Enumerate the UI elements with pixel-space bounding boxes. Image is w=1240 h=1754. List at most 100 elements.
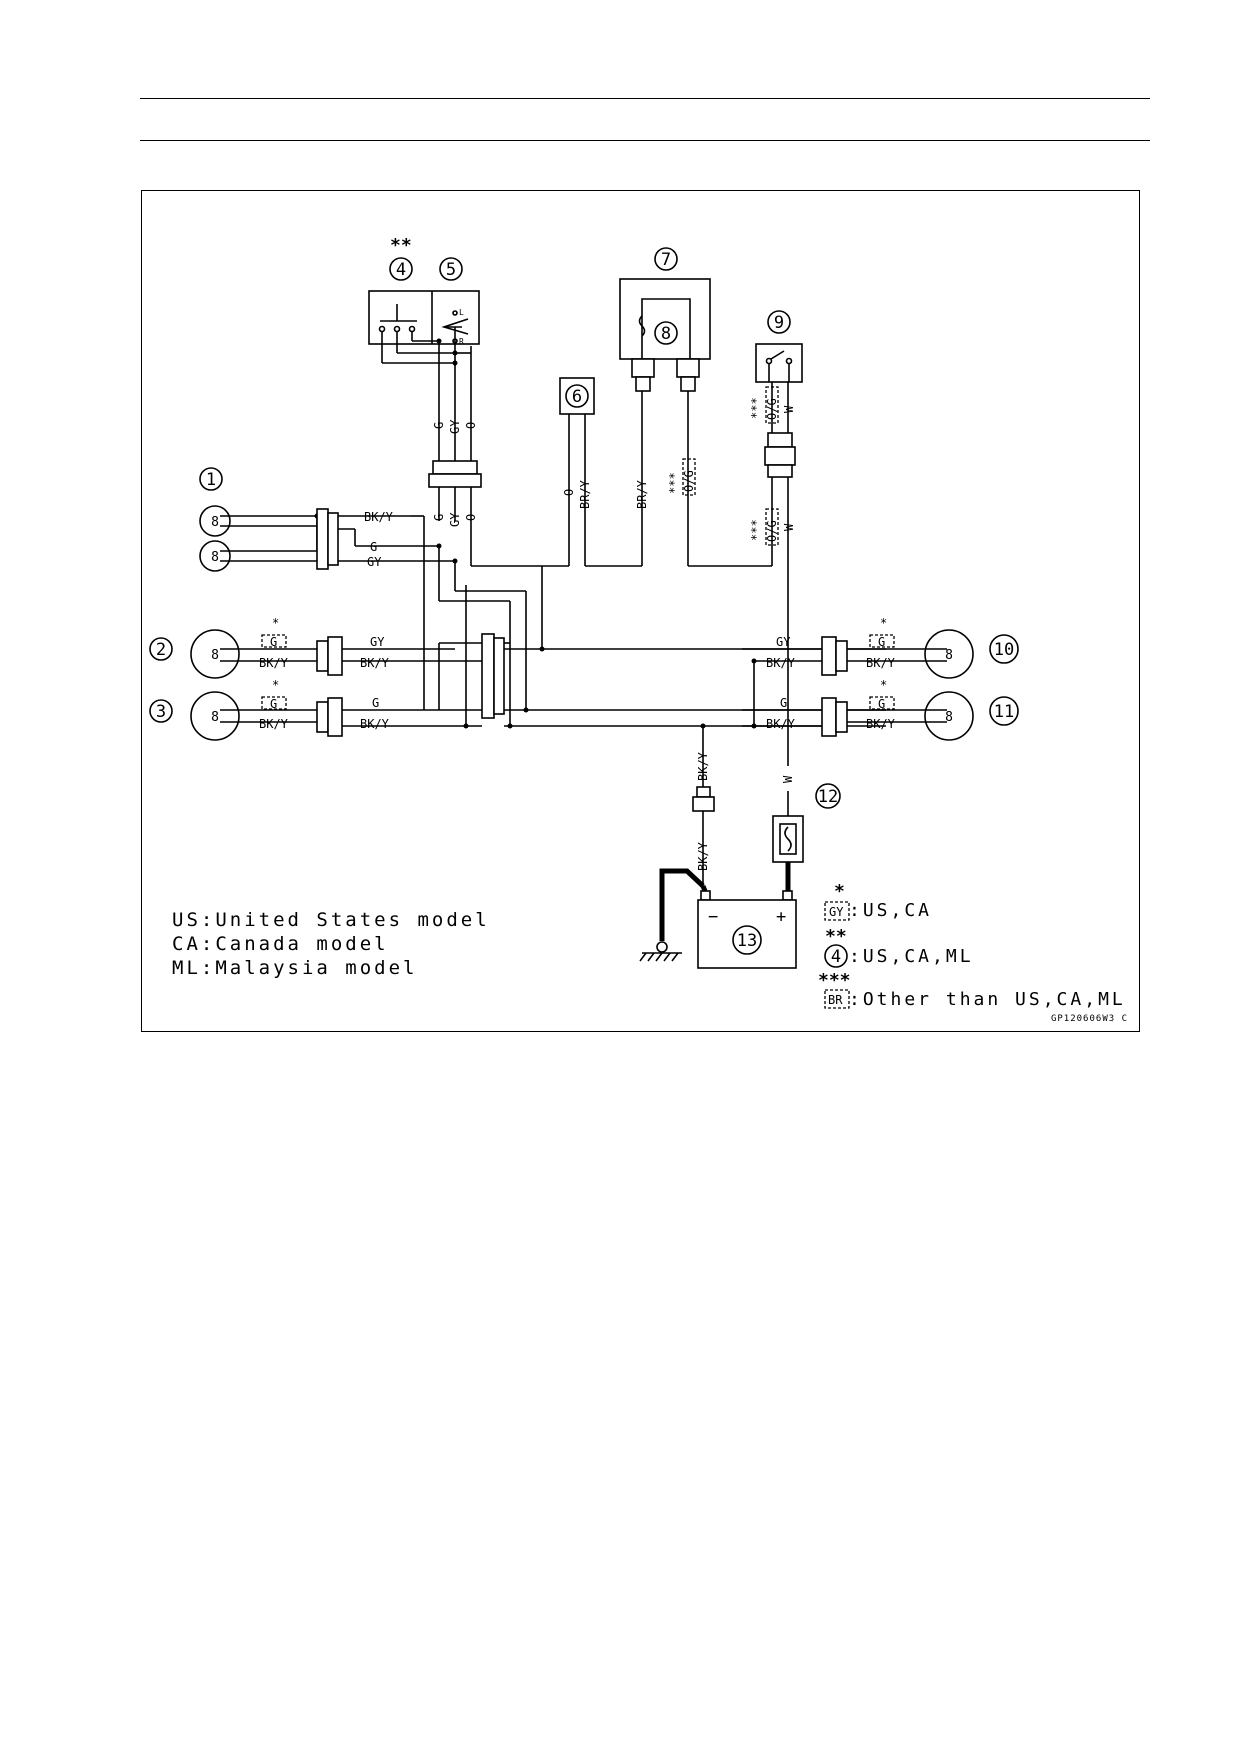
wire-label-gy-upper: GY (448, 419, 462, 434)
star-c11: * (880, 678, 887, 692)
switch-housing (368, 290, 480, 345)
callout-8: 8 (661, 324, 671, 344)
wire-label-bky-c11a: BK/Y (766, 717, 796, 731)
component-4-stars: ** (390, 235, 412, 256)
wire-label-o-c6: O (562, 489, 576, 496)
wire-label-og-c9-lower: O/G (765, 520, 779, 542)
callout-circle-1 (199, 467, 223, 491)
legend-text-2: :US,CA,ML (849, 946, 974, 967)
callout-circle-3 (149, 699, 173, 723)
callout-circle-10 (989, 634, 1019, 664)
component-10-turn-signal: GY BK/Y * G BK/Y 8 10 (742, 616, 1019, 679)
callout-circle-7 (654, 247, 678, 271)
callout-circle-2 (149, 637, 173, 661)
battery-circuit: BK/Y BK/Y W 12 − + 13 (639, 723, 841, 969)
legend-stars-3: *** (818, 970, 851, 991)
svg-text:8: 8 (945, 648, 953, 663)
wire-label-alt-g-c2: G (270, 635, 277, 649)
legend: * GY :US,CA ** 4 :US,CA,ML *** BR :Other… (818, 881, 1126, 1010)
wire-label-bky-c2a: BK/Y (259, 656, 289, 670)
svg-text:8: 8 (211, 710, 219, 725)
wire-label-w-fuse: W (781, 775, 795, 783)
legend-text-1: :US,CA (849, 900, 932, 921)
callout-circle-4 (389, 257, 413, 281)
callout-7: 7 (661, 250, 671, 270)
component-2-turn-signal: 2 8 * G BK/Y GY BK/Y (149, 616, 482, 679)
component-7-flasher: 7 8 BR/Y *** O/G (619, 247, 772, 567)
callout-circle-12 (815, 783, 841, 809)
legend-tag-2: 4 (831, 947, 841, 967)
component-9-switch: 9 *** O/G W *** O/G W (749, 310, 803, 751)
wire-label-o-upper: O (464, 422, 478, 429)
wire-label-w-c9-lower: W (782, 523, 796, 531)
wire-label-bky-c10a: BK/Y (766, 656, 796, 670)
switch-connector-top (432, 460, 478, 475)
callout-circle-9 (767, 310, 791, 334)
note-ca: CA:Canada model (172, 933, 389, 955)
wire-label-g-lower: G (432, 514, 446, 521)
wiring-diagram-frame: ** 4 5 L R G GY O (141, 190, 1140, 1032)
star-c10: * (880, 616, 887, 630)
stars-c9-upper: *** (749, 397, 763, 419)
wire-label-gy-c1: GY (367, 555, 382, 569)
battery-minus: − (708, 907, 718, 927)
legend-tag-1: GY (829, 905, 844, 919)
switch-4-5-assembly: ** 4 5 L R (368, 235, 480, 461)
star-c2: * (272, 616, 279, 630)
wire-label-g-c3: G (372, 696, 379, 710)
main-connector-right (493, 637, 505, 715)
callout-circle-6 (565, 384, 589, 408)
wire-label-g-upper: G (432, 422, 446, 429)
callout-4: 4 (396, 260, 406, 280)
callout-12: 12 (818, 787, 838, 807)
callout-10: 10 (994, 640, 1014, 660)
callout-1: 1 (206, 470, 216, 490)
wire-label-alt-g-c3: G (270, 697, 277, 711)
wire-label-bky-c11b: BK/Y (866, 717, 896, 731)
callout-6: 6 (572, 387, 582, 407)
wire-label-bky-c3a: BK/Y (259, 717, 289, 731)
component-3-turn-signal: 3 8 * G BK/Y G BK/Y (149, 678, 424, 741)
header-rule-top (140, 98, 1150, 99)
svg-text:8: 8 (211, 648, 219, 663)
wire-label-alt-g-c10: G (878, 635, 885, 649)
svg-text:8: 8 (945, 710, 953, 725)
callout-13: 13 (737, 931, 757, 951)
callout-circle-11 (989, 696, 1019, 726)
wire-label-bky-c1: BK/Y (364, 510, 394, 524)
battery-plus: + (776, 907, 786, 927)
stars-c7: *** (667, 472, 681, 494)
callout-9: 9 (774, 313, 784, 333)
note-ml: ML:Malaysia model (172, 957, 417, 979)
model-notes: US:United States model CA:Canada model M… (172, 909, 490, 979)
component-1-bulbs: 1 8 8 BK/Y G GY (199, 467, 410, 572)
legend-stars-2: ** (825, 926, 847, 947)
callout-circle-8 (654, 321, 678, 345)
wire-label-bky-c3b: BK/Y (360, 717, 390, 731)
figure-code: GP120606W3 C (1051, 1014, 1128, 1024)
wire-label-w-c9-upper: W (782, 405, 796, 413)
legend-stars-1: * (834, 881, 845, 902)
wire-label-og-c9-upper: O/G (765, 398, 779, 420)
callout-5: 5 (446, 260, 456, 280)
callout-circle-5 (439, 257, 463, 281)
main-connector-left (481, 633, 495, 719)
switch-mark-r: R (459, 337, 464, 346)
wire-label-bky-ground-upper: BK/Y (696, 751, 710, 781)
wire-label-og-c7: O/G (682, 470, 696, 492)
component-11-turn-signal: G BK/Y * G BK/Y 8 11 (742, 661, 1019, 741)
turn-signal-wiring-diagram: ** 4 5 L R G GY O (149, 235, 1128, 1024)
callout-2: 2 (156, 640, 166, 660)
note-us: US:United States model (172, 909, 490, 931)
switch-connector-bottom (428, 473, 482, 488)
wire-label-g-c1: G (370, 540, 377, 554)
legend-text-3: :Other than US,CA,ML (849, 989, 1126, 1010)
legend-tag-3: BR (828, 993, 843, 1007)
callout-circle-13 (732, 925, 762, 955)
wire-label-g-c11: G (780, 696, 787, 710)
svg-text:8: 8 (211, 550, 219, 565)
wire-label-o-lower: O (464, 514, 478, 521)
wire-label-alt-g-c11: G (878, 697, 885, 711)
callout-11: 11 (994, 702, 1014, 722)
wire-label-bky-c2b: BK/Y (360, 656, 390, 670)
